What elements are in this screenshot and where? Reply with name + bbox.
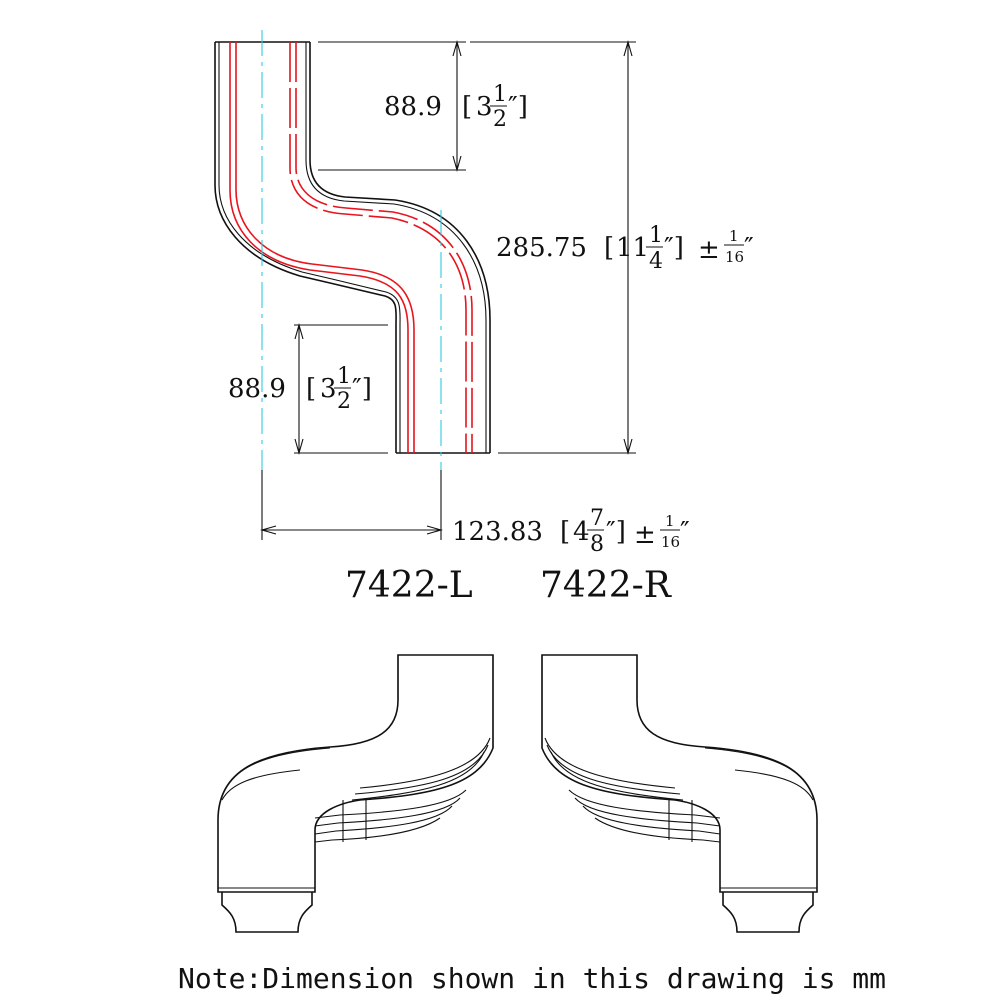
pipe-outer-right-edge <box>309 42 491 453</box>
model-label-left: 7422-L <box>345 565 473 606</box>
unit-note: Note:Dimension shown in this drawing is … <box>178 962 886 995</box>
svg-text:±: ± <box>634 520 656 550</box>
svg-text:4: 4 <box>649 249 663 274</box>
svg-text:11: 11 <box>616 233 649 263</box>
inner-wall-right <box>289 42 467 453</box>
dimension-lines <box>259 39 636 540</box>
svg-text:″: ″ <box>744 233 754 263</box>
svg-text:[: [ <box>462 92 472 122</box>
svg-text:1: 1 <box>493 82 507 107</box>
svg-text:″]: ″] <box>606 517 626 547</box>
svg-text:1: 1 <box>729 227 739 245</box>
svg-text:1: 1 <box>665 512 675 530</box>
svg-text:123.83: 123.83 <box>452 517 543 547</box>
svg-text:″]: ″] <box>664 233 684 263</box>
svg-text:285.75: 285.75 <box>496 233 587 263</box>
pipe-outer-left-edge <box>214 42 397 453</box>
svg-text:3: 3 <box>320 374 337 404</box>
iso-view-right <box>541 654 818 933</box>
svg-text:[: [ <box>306 374 316 404</box>
svg-text:7: 7 <box>590 506 604 531</box>
dim-overall-height: 285.75 [ 11 1 4 ″] ± 1 16 ″ <box>496 223 754 274</box>
pipe-outer-left-edge-inner <box>218 42 401 453</box>
dim-bottom-offset: 88.9 [ 3 1 2 ″] <box>228 364 372 414</box>
pipe-profile-view <box>214 30 491 470</box>
svg-text:3: 3 <box>476 92 493 122</box>
svg-text:[: [ <box>560 517 570 547</box>
svg-text:″]: ″] <box>352 374 372 404</box>
svg-text:16: 16 <box>725 248 744 266</box>
svg-text:2: 2 <box>337 389 351 414</box>
iso-view-left <box>217 654 494 933</box>
pipe-outer-right-edge-inner <box>305 42 487 453</box>
svg-text:16: 16 <box>661 533 680 551</box>
svg-text:[: [ <box>604 233 614 263</box>
inner-wall-left-2 <box>235 42 415 453</box>
svg-text:8: 8 <box>590 532 604 557</box>
inner-wall-right-2 <box>295 42 473 453</box>
inner-wall-left <box>229 42 409 453</box>
dim-horizontal-offset: 123.83 [ 4 7 8 ″] ± 1 16 ″ <box>452 506 690 557</box>
svg-text:1: 1 <box>649 223 663 248</box>
svg-text:″: ″ <box>680 517 690 547</box>
svg-text:2: 2 <box>493 107 507 132</box>
dim-top-offset: 88.9 [ 3 1 2 ″] <box>384 82 528 132</box>
svg-text:88.9: 88.9 <box>384 92 442 122</box>
svg-text:4: 4 <box>573 517 590 547</box>
svg-text:1: 1 <box>337 364 351 389</box>
svg-text:88.9: 88.9 <box>228 374 286 404</box>
model-label-right: 7422-R <box>540 565 672 606</box>
svg-text:±: ± <box>698 235 720 265</box>
svg-text:″]: ″] <box>508 92 528 122</box>
